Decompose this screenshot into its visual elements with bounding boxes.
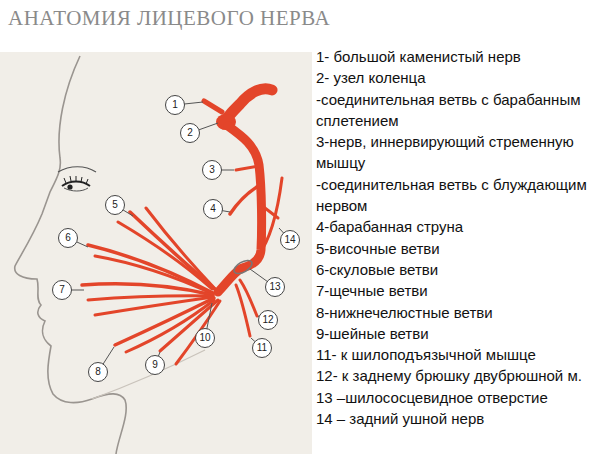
callout-circle: 2 <box>180 123 200 143</box>
callout-circle: 6 <box>58 228 78 248</box>
callout-circle: 9 <box>145 355 165 375</box>
title: АНАТОМИЯ ЛИЦЕВОГО НЕРВА <box>8 6 330 31</box>
foramen-ring <box>232 258 254 277</box>
note-text: -соединительная ветвь с блуждающим нерво… <box>316 174 598 217</box>
face-outline <box>15 56 126 454</box>
note-text: 9-шейные ветви <box>316 323 598 344</box>
illustration-ground <box>0 52 312 454</box>
callout-circle: 5 <box>105 195 125 215</box>
callout-circle: 12 <box>258 310 278 330</box>
callout-number: 14 <box>284 235 295 245</box>
note-text: 3-нерв, иннервирующий стременную мышцу <box>316 131 598 174</box>
note-text: 8-нижнечелюстные ветви <box>316 302 598 323</box>
note-text: 11- к шилоподъязычной мышце <box>316 344 598 365</box>
callout-number: 7 <box>59 285 65 295</box>
callout-circle: 10 <box>195 328 215 348</box>
note-text: 13 –шилососцевидное отверстие <box>316 387 598 408</box>
leader-lines <box>62 102 290 372</box>
callout-number: 3 <box>209 165 215 175</box>
callout-circle: 11 <box>252 338 272 358</box>
callout-circle: 14 <box>280 230 300 250</box>
note-text: 7-щечные ветви <box>316 280 598 301</box>
note-text: 2- узел коленца <box>316 67 598 88</box>
jaw-line <box>92 350 205 399</box>
note-column: 1- большой каменистый нерв2- узел коленц… <box>316 46 598 429</box>
note-text: 4-барабанная струна <box>316 216 598 237</box>
callout-number: 9 <box>152 360 158 370</box>
callout-number: 12 <box>262 315 273 325</box>
callout-number: 1 <box>172 100 178 110</box>
callout-number: 13 <box>269 282 280 292</box>
callout-number: 5 <box>112 200 118 210</box>
callout-number: 8 <box>95 367 101 377</box>
callout-number: 2 <box>187 128 193 138</box>
callout-circle: 13 <box>265 277 285 297</box>
callout-circle: 8 <box>88 362 108 382</box>
note-text: -соединительная ветвь с барабанным сплет… <box>316 89 598 132</box>
note-text: 1- большой каменистый нерв <box>316 46 598 67</box>
callout-circle: 7 <box>52 280 72 300</box>
callout-circle: 3 <box>202 160 222 180</box>
callout-circle: 1 <box>165 95 185 115</box>
note-text: 6-скуловые ветви <box>316 259 598 280</box>
callout-number: 4 <box>210 204 216 214</box>
callout-number: 10 <box>199 333 210 343</box>
callout-number: 11 <box>257 343 267 353</box>
note-text: 5-височные ветви <box>316 238 598 259</box>
callout-circle: 4 <box>203 199 223 219</box>
eye-sketch <box>58 167 96 191</box>
callout-number: 6 <box>65 233 71 243</box>
facial-nerve <box>82 89 282 364</box>
note-text: 12- к заднему брюшку двубрюшной м. <box>316 365 598 386</box>
note-text: 14 – задний ушной нерв <box>316 408 598 429</box>
